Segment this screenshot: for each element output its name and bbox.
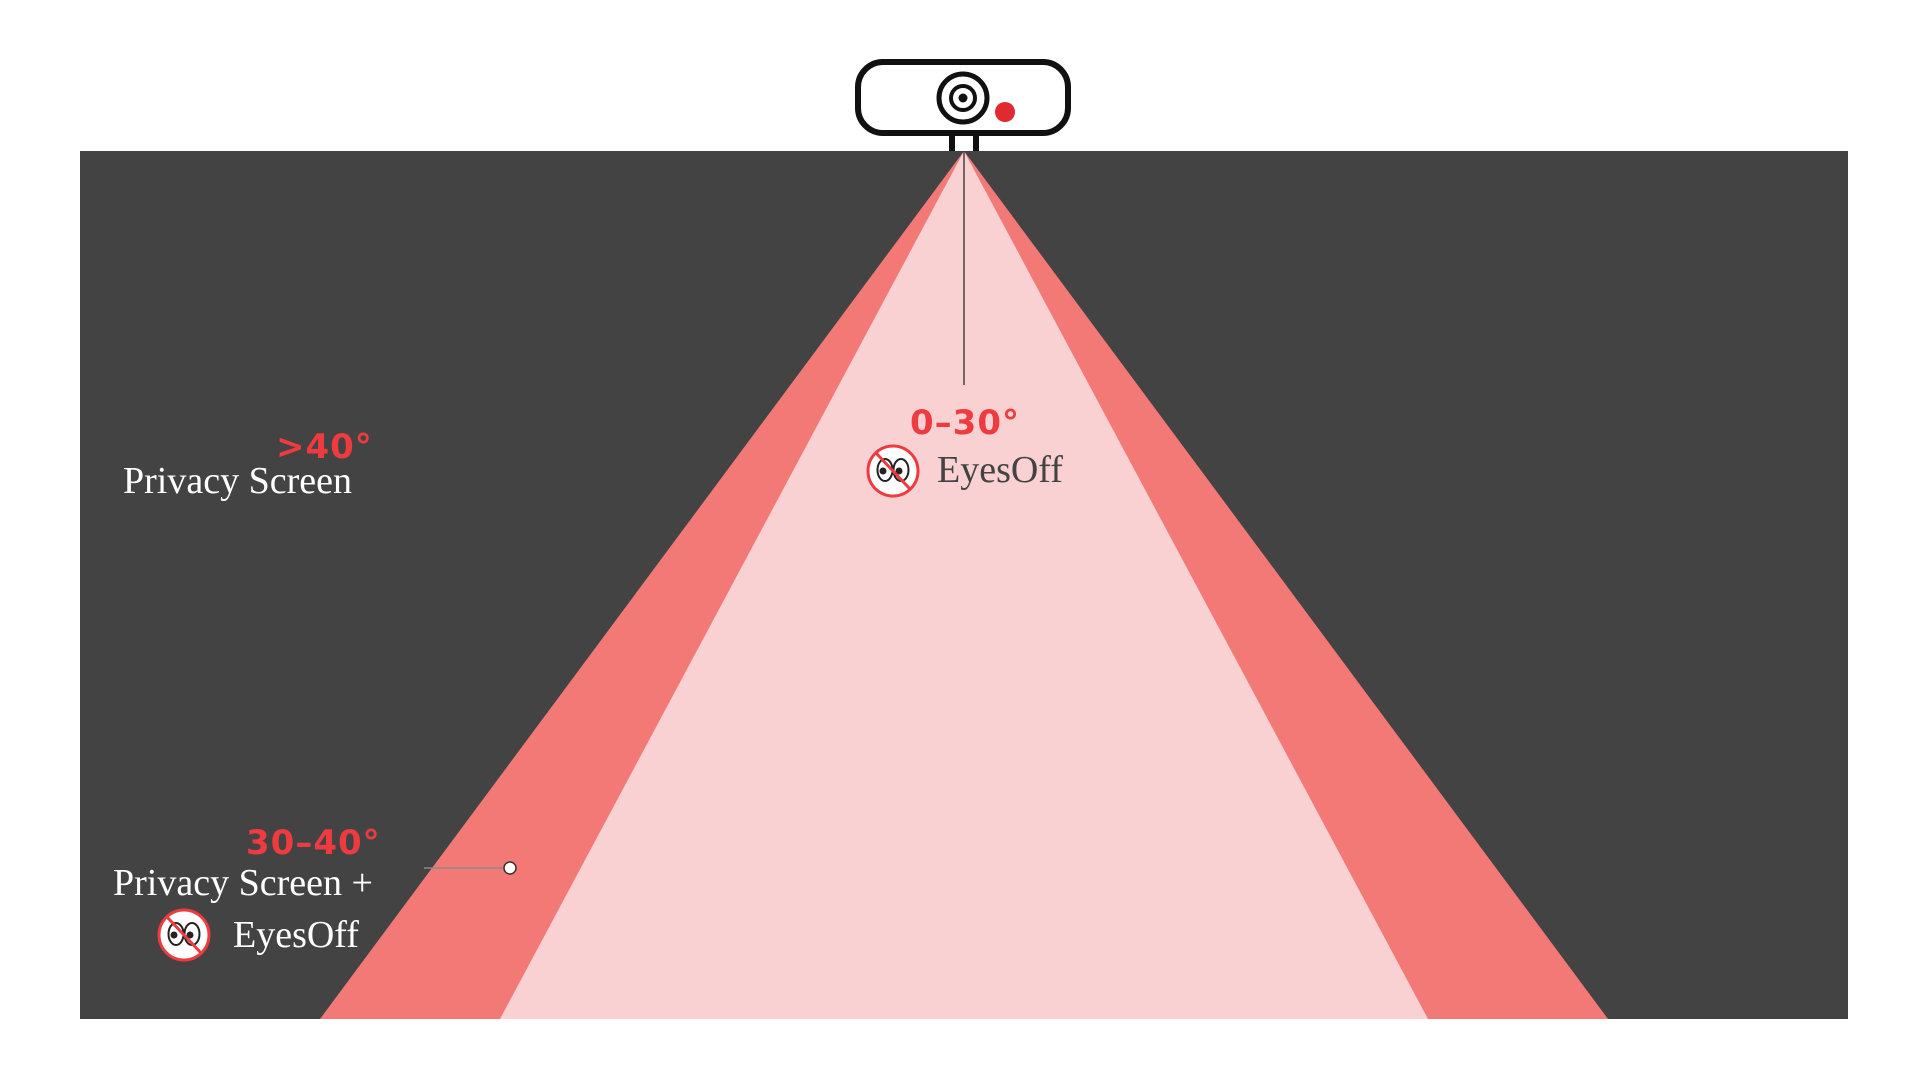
outside-zone-label: Privacy Screen [123,460,352,502]
eyesoff-logo-icon [157,908,211,962]
band-zone-angle: 30–40° [246,823,381,863]
band-pointer-dot [503,861,517,875]
webcam-icon [855,59,1071,151]
recording-light [995,102,1015,122]
band-zone-label: Privacy Screen + [113,862,373,904]
center-zone-product: EyesOff [937,449,1063,491]
inner-viewing-cone [500,151,1428,1019]
band-zone-product: EyesOff [233,914,359,956]
eyesoff-logo-icon [866,444,920,498]
outside-zone-angle: >40° [276,427,373,467]
center-zone-angle: 0–30° [910,403,1020,443]
